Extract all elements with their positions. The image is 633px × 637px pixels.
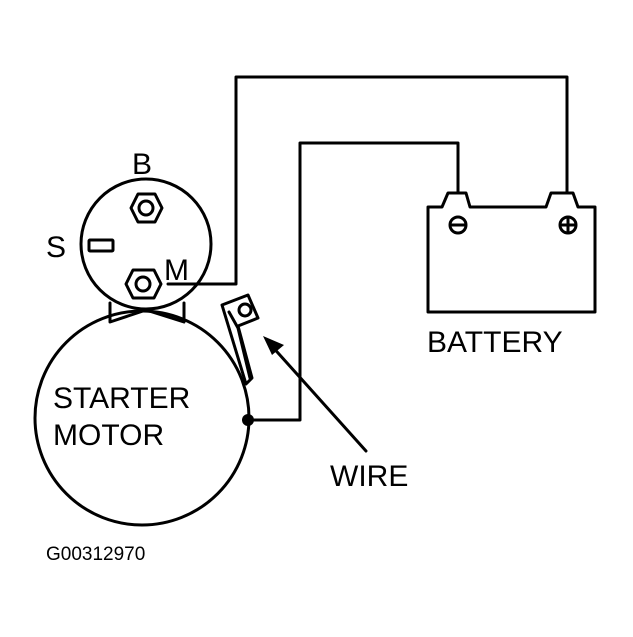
figure-id: G00312970 <box>46 544 145 565</box>
terminal-s-label: S <box>46 231 66 264</box>
starter-motor-body <box>33 309 251 527</box>
starter-label-line2: MOTOR <box>53 419 164 452</box>
terminal-s-tab <box>87 238 115 253</box>
starter-label-line1: STARTER <box>53 382 190 415</box>
battery-body <box>426 191 597 314</box>
terminal-m-label: M <box>164 254 189 287</box>
m-to-battery-positive-wire <box>166 75 569 286</box>
wire-label: WIRE <box>330 460 408 493</box>
ground-connection-dot <box>242 414 254 426</box>
ground-wire <box>246 141 460 422</box>
wire-pointer-arrowhead <box>263 336 284 355</box>
terminal-b-nut <box>129 192 164 224</box>
terminal-b-stud <box>137 199 155 217</box>
wire-lug-hole <box>237 302 253 318</box>
wire-pointer-line <box>268 342 368 453</box>
terminal-b-label: B <box>132 148 152 181</box>
terminal-m-stud <box>134 275 152 293</box>
wire-lug-inner <box>227 310 252 380</box>
battery-label: BATTERY <box>427 326 563 359</box>
terminal-m-nut <box>124 268 163 300</box>
